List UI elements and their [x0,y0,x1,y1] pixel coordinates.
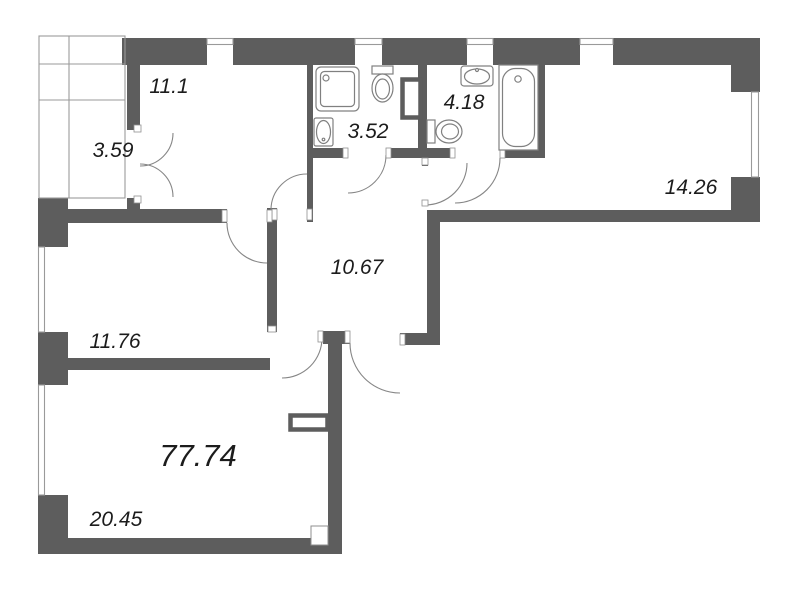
room-right-door-arc [424,162,468,206]
ducts [288,77,423,432]
fixtures [313,64,539,151]
shower-tray-icon [315,66,360,112]
door-jamb [449,147,456,159]
door-jamb [133,124,142,133]
door-jamb [306,208,313,221]
wall-room-left-top [67,209,227,223]
area-label-room-right: 14.26 [665,176,718,199]
window-right-1 [750,91,760,178]
door-jamb [385,147,392,159]
wall-living-east [328,331,342,554]
wall-entrance-right [400,333,440,345]
door-jamb [266,209,273,223]
door-jamb [221,209,228,223]
door-jamb [267,325,277,333]
door-jamb [271,208,278,221]
wall-room-right-bottom [427,210,760,222]
window-left-1 [37,246,46,333]
living-door-arc [281,337,323,379]
door-jamb [399,333,406,346]
duct-living [288,413,330,432]
total-area-label: 77.74 [159,438,237,473]
bathtub-icon [498,64,539,151]
door-arcs [139,132,501,394]
wall-bath1-west [307,65,313,222]
door-jamb [421,157,429,166]
door-jamb [133,195,142,204]
window-top-1 [206,37,234,46]
balcony-frame [38,35,126,199]
area-label-bedroom-top-left: 11.1 [149,75,188,98]
toilet-icon [371,65,394,103]
door-jamb [421,199,429,207]
washbasin-icon [313,117,334,147]
wall-top-2 [233,38,355,65]
window-left-2 [37,384,46,496]
area-label-hallway: 10.67 [331,256,385,279]
wall-bath-bottom-4 [500,148,545,158]
wall-right-upper [731,38,760,92]
bedroom-top-left-door-arc [270,173,308,211]
bathroom-tub-door-arc [454,157,501,204]
room-left-door-arc [226,222,268,264]
door-jamb [317,330,324,343]
bathroom-shower-door-arc [347,154,387,194]
balcony-outline [38,35,126,199]
walls [38,38,760,554]
windows [37,37,760,496]
balcony-door-arc-top [139,132,174,167]
balcony-door-arc-bottom [139,163,174,198]
window-top-4 [579,37,614,46]
wall-bath-bottom-1 [313,148,348,158]
toilet-icon [426,119,463,144]
wall-corner-notch [310,525,329,546]
wall-left-pier-1 [38,198,68,247]
area-label-bathroom-tub: 4.18 [444,91,485,114]
wall-top-3 [382,38,467,65]
area-label-balcony: 3.59 [93,139,134,162]
wall-bath-bottom-2 [386,148,423,158]
wall-bath-bottom-3 [423,148,455,158]
window-top-2 [354,37,383,46]
entrance-door-arc [349,342,401,394]
wall-left-pier-3 [38,495,68,554]
door-jamb [342,147,349,159]
wall-room-left-bottom [67,358,270,370]
door-jambs [133,124,506,346]
wall-hall-west [267,208,277,332]
area-label-bathroom-shower: 3.52 [348,120,389,143]
room-labels: 11.1 3.59 3.52 4.18 14.26 10.67 11.76 20… [89,75,718,531]
washbasin-icon [460,65,494,87]
wall-top-4 [493,38,580,65]
wall-balcony-stub-top [127,38,140,130]
window-top-3 [466,37,494,46]
wall-corridor-right [427,222,440,345]
area-label-living-kitchen: 20.45 [89,508,143,531]
wall-bottom [38,538,342,554]
wall-bath2-east [537,65,545,148]
area-label-room-left: 11.76 [90,330,141,353]
door-jamb [344,330,351,344]
wall-left-pier-2 [38,332,68,385]
duct-bathroom [400,77,423,120]
